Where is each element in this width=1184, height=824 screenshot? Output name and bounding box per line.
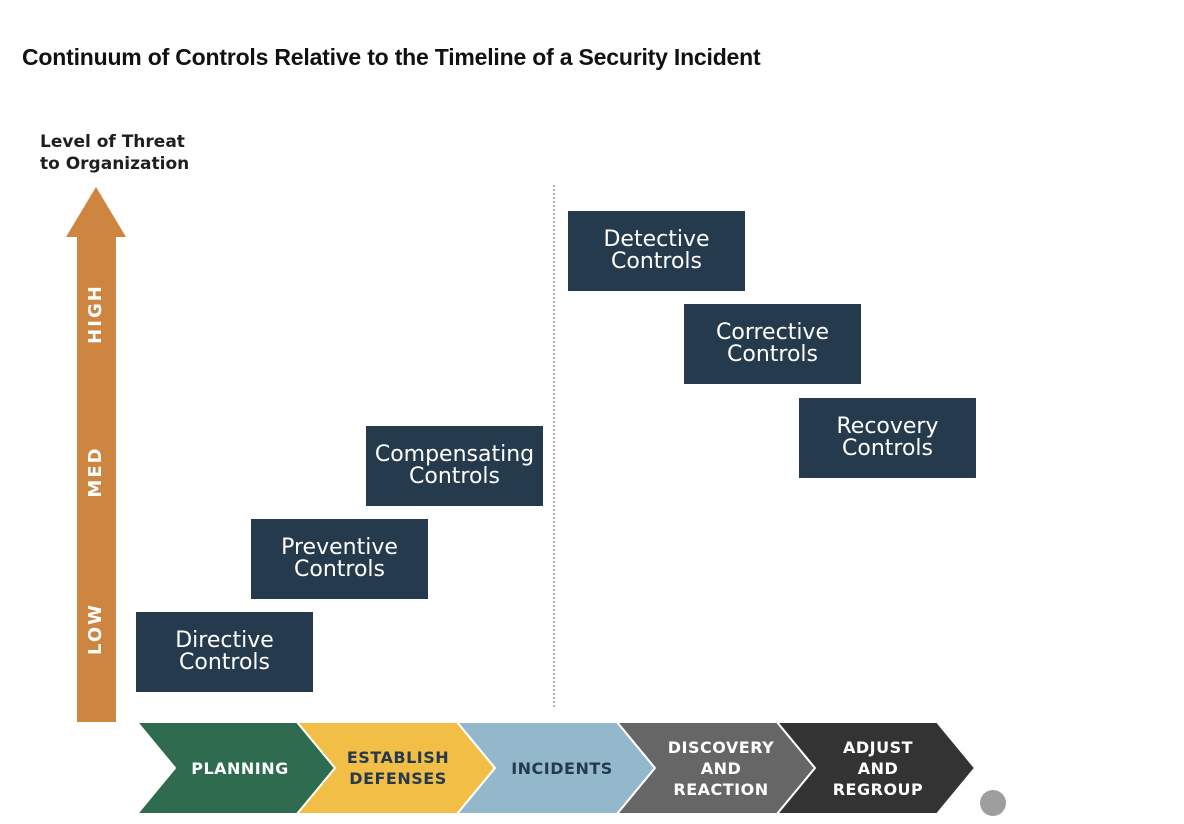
control-line: Controls <box>409 464 500 489</box>
control-line: Controls <box>611 249 702 274</box>
control-line: Preventive <box>281 535 398 560</box>
timeline-divider <box>553 185 555 707</box>
corner-indicator <box>980 790 1006 816</box>
phase-planning: PLANNING <box>170 722 310 814</box>
phase-line: REACTION <box>673 779 769 799</box>
phase-line: ESTABLISH <box>346 748 450 767</box>
level-label-med: MED <box>85 446 106 498</box>
page-title: Continuum of Controls Relative to the Ti… <box>22 44 761 70</box>
phase-line: AND <box>700 758 742 778</box>
phase-line: REGROUP <box>832 779 924 799</box>
chevron-adjust-and-regroup <box>774 721 977 815</box>
control-line: Detective <box>603 227 710 252</box>
phase-establish-defenses: ESTABLISH DEFENSES <box>328 722 468 814</box>
level-label-low: LOW <box>85 603 106 655</box>
detective-controls-box: Detective Controls <box>568 211 745 291</box>
phase-discovery-and-reaction: DISCOVERY AND REACTION <box>651 722 791 814</box>
y-axis-title-line-2: to Organization <box>40 154 190 174</box>
phase-adjust-and-regroup: ADJUST AND REGROUP <box>808 722 948 814</box>
phase-line: PLANNING <box>191 758 289 778</box>
compensating-controls-box: Compensating Controls <box>366 426 543 506</box>
threat-level-arrow <box>66 187 126 722</box>
preventive-controls-box: Preventive Controls <box>251 519 428 599</box>
phase-line: INCIDENTS <box>511 758 613 778</box>
control-line: Controls <box>179 650 270 675</box>
control-line: Controls <box>842 436 933 461</box>
level-label-high: HIGH <box>85 284 106 344</box>
phase-line: DISCOVERY <box>667 737 775 757</box>
corrective-controls-box: Corrective Controls <box>684 304 861 384</box>
phase-line: AND <box>857 758 899 778</box>
control-line: Directive <box>175 628 274 653</box>
control-line: Corrective <box>716 320 829 345</box>
control-line: Controls <box>727 342 818 367</box>
phase-line: DEFENSES <box>349 769 447 788</box>
control-line: Recovery <box>836 414 939 439</box>
control-line: Compensating <box>374 442 535 467</box>
recovery-controls-box: Recovery Controls <box>799 398 976 478</box>
phase-line: ADJUST <box>842 737 914 757</box>
directive-controls-box: Directive Controls <box>136 612 313 692</box>
control-line: Controls <box>294 557 385 582</box>
phase-incidents: INCIDENTS <box>492 722 632 814</box>
y-axis-title: Level of Threat to Organization <box>40 131 189 175</box>
y-axis-title-line-1: Level of Threat <box>40 132 185 152</box>
